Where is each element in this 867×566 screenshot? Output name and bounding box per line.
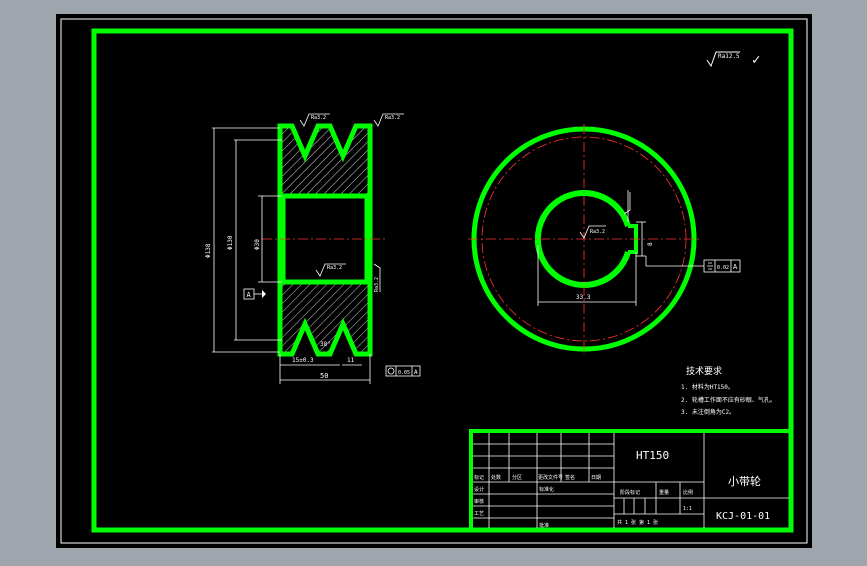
roughness-top: Ra3.2 xyxy=(299,113,330,127)
roughness-bore: Ra3.2 xyxy=(315,263,346,277)
section-dimensions xyxy=(212,127,371,384)
svg-text:Ra3.2: Ra3.2 xyxy=(385,115,400,121)
svg-text:批准: 批准 xyxy=(539,522,549,529)
front-dimensions xyxy=(537,190,704,306)
dim-pitch-dia: Φ130 xyxy=(227,235,234,250)
svg-text:签名: 签名 xyxy=(565,474,575,481)
svg-text:审核: 审核 xyxy=(474,498,484,505)
svg-text:Ra3.2: Ra3.2 xyxy=(311,115,326,121)
roughness-keyway xyxy=(623,192,631,215)
global-roughness-label: Ra12.5 xyxy=(718,53,740,60)
global-roughness-symbol: Ra12.5 ✓ xyxy=(706,51,760,68)
datum-a-section: A xyxy=(243,288,266,300)
svg-text:1:1: 1:1 xyxy=(683,506,692,512)
roughness-check-icon: ✓ xyxy=(752,52,760,68)
symmetry-tolerance-frame: 0.02 A xyxy=(703,259,741,273)
drawing-number: KCJ-01-01 xyxy=(716,511,770,522)
notes-title: 技术要求 xyxy=(686,365,722,377)
outer-frame xyxy=(60,18,808,544)
svg-text:共 1 张 第 1 张: 共 1 张 第 1 张 xyxy=(617,519,658,526)
note-item-2: 2. 轮槽工作面不应有砂眼、气孔。 xyxy=(681,396,776,404)
svg-text:Ra3.2: Ra3.2 xyxy=(327,265,342,271)
svg-text:A: A xyxy=(247,291,252,299)
pulley-front-view[interactable] xyxy=(468,124,700,354)
dim-outer-dia: Φ138 xyxy=(205,243,212,258)
dim-groove-edge: 11 xyxy=(347,357,355,364)
technical-notes: 技术要求 1. 材料为HT150。 2. 轮槽工作面不应有砂眼、气孔。 3. 未… xyxy=(681,365,776,416)
dim-groove-angle: 38° xyxy=(320,341,331,348)
svg-text:Ra3.2: Ra3.2 xyxy=(590,229,605,235)
bore-circle xyxy=(534,190,631,288)
note-item-1: 1. 材料为HT150。 xyxy=(681,383,734,391)
dim-keyway-width: 8 xyxy=(647,242,654,246)
note-item-3: 3. 未注倒角为C2。 xyxy=(681,408,735,416)
material-label: HT150 xyxy=(636,449,669,462)
dim-bore-dia: Φ30 xyxy=(254,239,261,250)
dim-width: 50 xyxy=(320,372,328,380)
svg-text:处数: 处数 xyxy=(491,474,501,481)
symmetry-icon xyxy=(707,262,713,270)
canvas-background xyxy=(56,14,812,548)
svg-text:标准化: 标准化 xyxy=(539,486,554,493)
svg-text:Ra3.2: Ra3.2 xyxy=(374,277,380,292)
drawing-border xyxy=(91,28,794,533)
svg-text:重量: 重量 xyxy=(659,489,669,496)
roughness-right: Ra3.2 xyxy=(373,263,381,292)
upper-rim-hatch xyxy=(279,127,371,197)
svg-text:A: A xyxy=(733,263,738,271)
part-name: 小带轮 xyxy=(728,474,761,488)
roughness-top-right: Ra3.2 xyxy=(373,113,404,127)
dim-keyway-depth: 33.3 xyxy=(576,294,591,301)
svg-text:设计: 设计 xyxy=(474,486,484,493)
roughness-bore-front: Ra3.2 xyxy=(579,225,606,239)
svg-text:比例: 比例 xyxy=(683,489,693,496)
title-block-border xyxy=(469,429,793,532)
svg-text:0.05: 0.05 xyxy=(398,370,410,376)
title-block: HT150 小带轮 KCJ-01-01 标记 处数 分区 更改文件号 签名 日期… xyxy=(469,429,793,532)
svg-text:标记: 标记 xyxy=(474,474,484,481)
svg-text:分区: 分区 xyxy=(512,474,522,481)
svg-text:更改文件号: 更改文件号 xyxy=(538,474,563,481)
svg-text:0.02: 0.02 xyxy=(717,265,729,271)
dim-groove-pitch: 15±0.3 xyxy=(292,357,314,364)
svg-text:日期: 日期 xyxy=(591,475,601,481)
svg-text:工艺: 工艺 xyxy=(474,511,484,517)
svg-text:阶段标记: 阶段标记 xyxy=(620,489,640,496)
runout-tolerance-frame: 0.05 A xyxy=(385,365,421,377)
runout-icon xyxy=(387,367,395,375)
svg-text:A: A xyxy=(414,369,418,376)
